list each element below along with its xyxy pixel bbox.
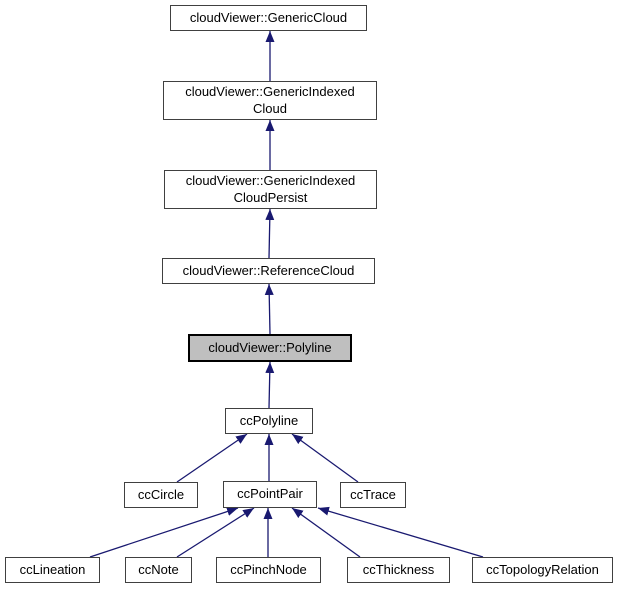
node-ccthickness[interactable]: ccThickness (347, 557, 450, 583)
node-label: ccPinchNode (230, 561, 307, 577)
node-label: ccNote (138, 561, 179, 577)
node-label: ccThickness (362, 561, 435, 577)
node-ccpolyline[interactable]: ccPolyline (225, 408, 313, 434)
node-ccpinchnode[interactable]: ccPinchNode (216, 557, 321, 583)
node-cclineation[interactable]: ccLineation (5, 557, 100, 583)
node-label: cloudViewer::GenericCloud (189, 9, 348, 25)
node-label: cloudViewer::ReferenceCloud (182, 262, 355, 278)
node-ccnote[interactable]: ccNote (125, 557, 192, 583)
node-label: ccTopologyRelation (486, 561, 599, 577)
node-label: cloudViewer::GenericIndexed (185, 172, 356, 188)
edge-cclineation-to-ccpointpair (89, 507, 239, 558)
edge-ccnote-to-ccpointpair (176, 507, 255, 558)
edge-ccpolyline-to-polyline (265, 361, 275, 409)
node-ccpointpair[interactable]: ccPointPair (223, 481, 317, 508)
edge-referencecloud-to-persist (265, 208, 275, 259)
node-label: CloudPersist (233, 189, 308, 205)
edge-ccthickness-to-ccpointpair (291, 507, 361, 558)
node-cloudviewer-genericindexedcloudpersist[interactable]: cloudViewer::GenericIndexed CloudPersist (164, 170, 377, 209)
node-label: ccTrace (350, 486, 396, 502)
node-label: cloudViewer::Polyline (208, 339, 332, 355)
node-label: Cloud (253, 100, 287, 116)
node-cloudviewer-referencecloud[interactable]: cloudViewer::ReferenceCloud (162, 258, 375, 284)
edge-cctrace-to-ccpolyline (291, 433, 359, 483)
node-label: ccLineation (19, 561, 86, 577)
node-cloudviewer-polyline-current: cloudViewer::Polyline (188, 334, 352, 362)
edge-polyline-to-referencecloud (264, 283, 274, 335)
node-cloudviewer-genericindexedcloud[interactable]: cloudViewer::GenericIndexed Cloud (163, 81, 377, 120)
node-label: ccPointPair (237, 486, 303, 502)
node-label: ccCircle (137, 486, 185, 502)
edge-cccircle-to-ccpolyline (176, 433, 248, 483)
node-label: cloudViewer::GenericIndexed (185, 83, 355, 99)
node-label: ccPolyline (239, 412, 299, 428)
node-cctrace[interactable]: ccTrace (340, 482, 406, 508)
node-cctopologyrelation[interactable]: ccTopologyRelation (472, 557, 613, 583)
node-cccircle[interactable]: ccCircle (124, 482, 198, 508)
edge-cctopologyrelation-to-ccpointpair (317, 506, 484, 558)
node-cloudviewer-genericcloud[interactable]: cloudViewer::GenericCloud (170, 5, 367, 31)
